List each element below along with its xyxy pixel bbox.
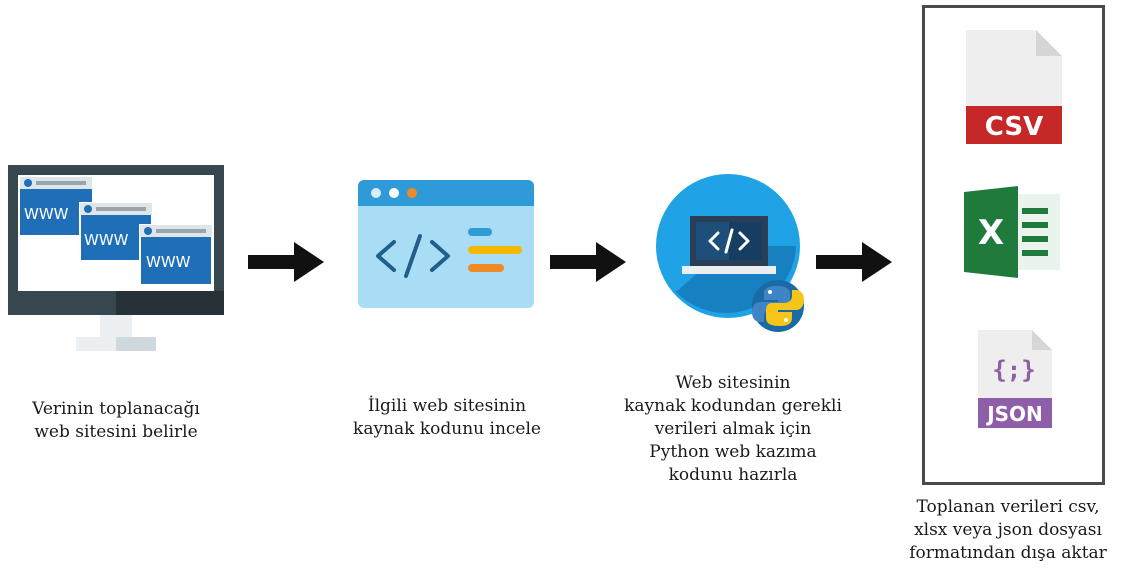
step3-caption-line: Python web kazıma	[649, 442, 817, 462]
excel-label: X	[978, 213, 1004, 253]
json-symbol: {;}	[992, 356, 1035, 384]
csv-label: CSV	[985, 112, 1043, 142]
monitor-icon: WWW WWW WWW	[8, 165, 224, 351]
step1-caption: Verinin toplanacağı web sitesini belirle	[0, 398, 232, 444]
output-formats-box	[922, 5, 1105, 485]
step3-caption-line: kaynak kodundan gerekli	[624, 396, 842, 416]
csv-file-icon: CSV	[966, 30, 1062, 144]
step4-caption: Toplanan verileri csv, xlsx veya json do…	[890, 496, 1126, 565]
step3-caption-line: kodunu hazırla	[668, 465, 798, 485]
step2-caption-line: İlgili web sitesinin	[367, 396, 527, 416]
json-label: JSON	[985, 402, 1043, 426]
step1-caption-line: web sitesini belirle	[34, 422, 198, 442]
arrow-right-icon	[248, 242, 324, 282]
json-file-icon: {;} JSON	[978, 330, 1052, 428]
step1-caption-line: Verinin toplanacağı	[32, 399, 200, 419]
monitor-window-label: WWW	[146, 253, 191, 271]
step3-caption-line: verileri almak için	[654, 419, 812, 439]
step3-caption: Web sitesinin kaynak kodundan gerekli ve…	[598, 372, 868, 487]
step3-caption-line: Web sitesinin	[675, 373, 791, 393]
step4-caption-line: Toplanan verileri csv,	[916, 497, 1100, 517]
step4-caption-line: xlsx veya json dosyası	[914, 520, 1102, 540]
python-laptop-icon	[656, 174, 804, 332]
step2-caption: İlgili web sitesinin kaynak kodunu incel…	[334, 395, 560, 441]
monitor-window-label: WWW	[84, 231, 129, 249]
arrow-right-icon	[816, 242, 892, 282]
step2-caption-line: kaynak kodunu incele	[353, 419, 541, 439]
arrow-right-icon	[550, 242, 626, 282]
excel-file-icon: X	[964, 186, 1060, 278]
step4-caption-line: formatından dışa aktar	[909, 543, 1107, 563]
monitor-window-label: WWW	[24, 205, 69, 223]
code-window-icon	[358, 180, 534, 308]
